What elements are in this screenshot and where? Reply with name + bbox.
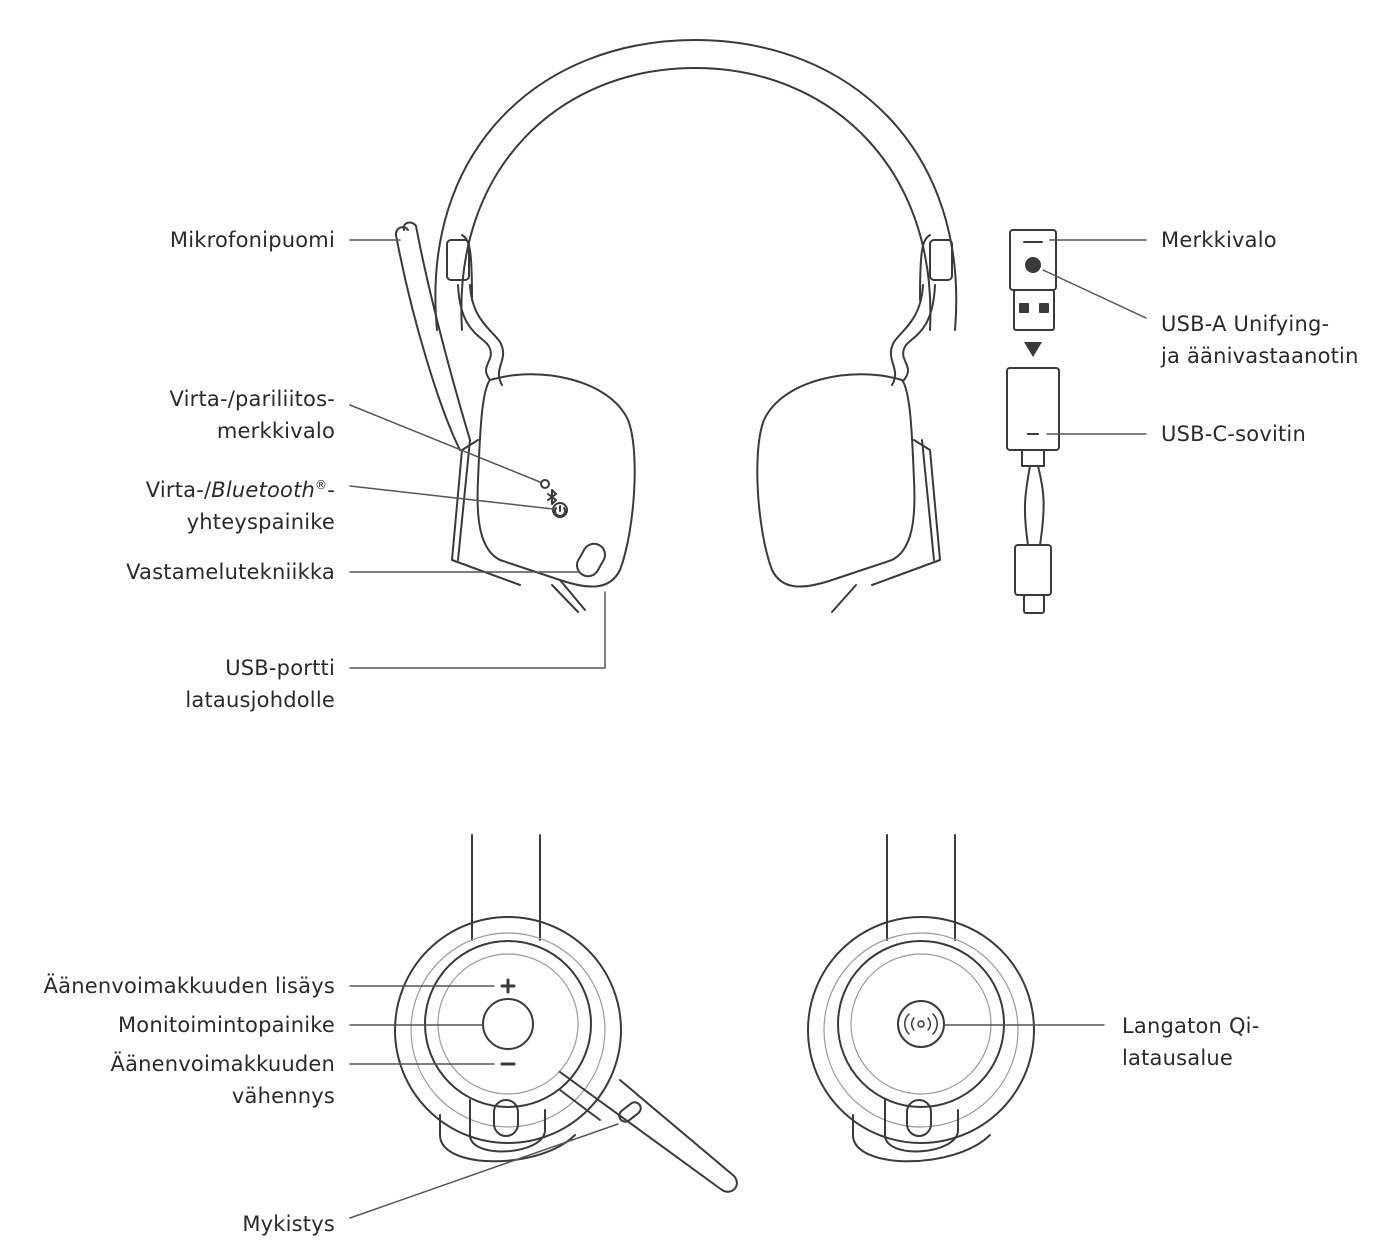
label-mikrofonipuomi: Mikrofonipuomi <box>169 228 335 252</box>
headband <box>434 39 958 386</box>
label-virta-pariliitos: Virta-/pariliitos- merkkivalo <box>169 387 335 443</box>
bottom-left-ear-cup <box>394 834 738 1193</box>
right-ear-cup <box>756 373 941 613</box>
wireless-charging-icon <box>904 1013 938 1035</box>
bluetooth-icon <box>547 489 557 505</box>
label-vol-up: Äänenvoimakkuuden lisäys <box>43 974 335 998</box>
label-usb-a-receiver: USB-A Unifying- ja äänivastaanotin <box>1161 312 1359 368</box>
label-vol-down: Äänenvoimakkuuden vähennys <box>110 1052 335 1108</box>
label-usb-c: USB-C-sovitin <box>1161 422 1306 446</box>
label-mykistys: Mykistys <box>242 1212 335 1236</box>
label-merkkivalo: Merkkivalo <box>1161 228 1277 252</box>
usb-dongle <box>1006 229 1060 614</box>
label-monitoimi: Monitoimintopainike <box>117 1013 335 1037</box>
label-usb-portti: USB-portti latausjohdolle <box>185 656 335 712</box>
label-virta-bluetooth: Virta-/Bluetooth®- yhteyspainike <box>145 478 335 534</box>
label-langaton-qi: Langaton Qi- latausalue <box>1122 1014 1260 1070</box>
bottom-right-ear-cup <box>807 834 1035 1163</box>
label-vastamelu: Vastamelutekniikka <box>126 560 335 584</box>
leader-lines <box>349 239 1147 1219</box>
left-ear-cup <box>394 221 636 613</box>
arrow-down-icon <box>1024 342 1042 357</box>
